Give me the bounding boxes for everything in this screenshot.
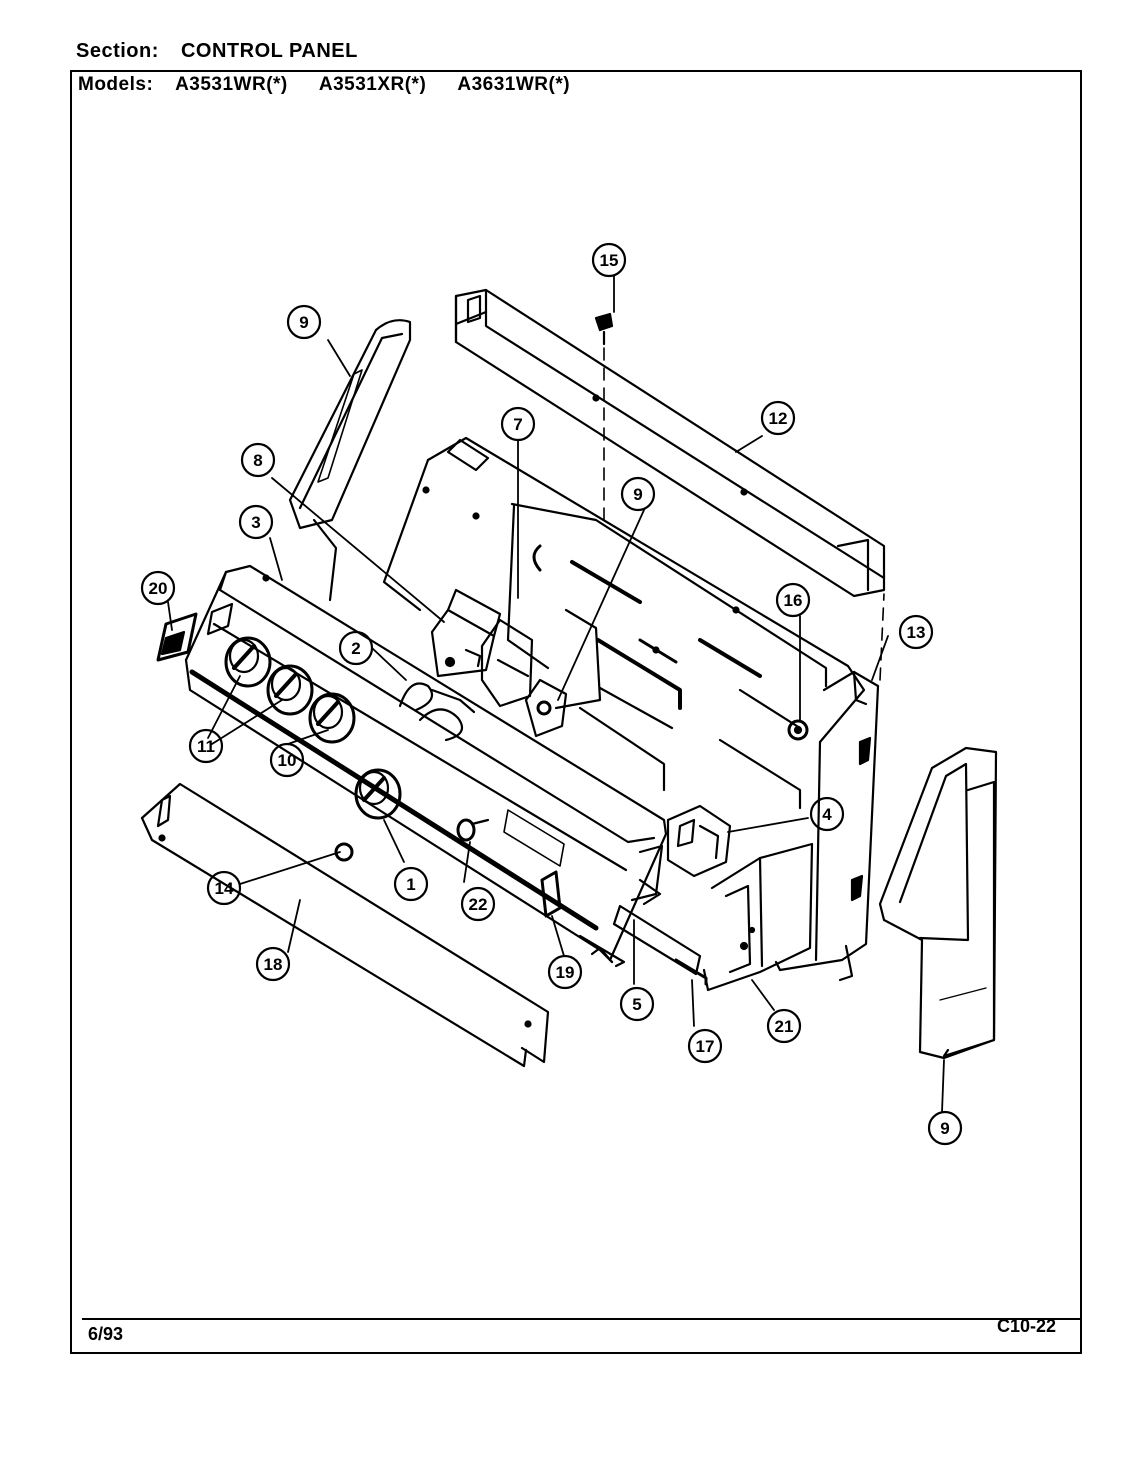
callout-13: 13 <box>898 614 934 650</box>
callout-10: 10 <box>269 742 305 778</box>
callout-9-top: 9 <box>286 304 322 340</box>
callout-markers: 15 9 12 7 8 9 3 20 16 13 2 11 10 4 1 14 … <box>140 242 963 1146</box>
part-2-wire-harness <box>398 682 476 742</box>
part-9-right-end-cap <box>878 746 998 1060</box>
part-20-mounting-bracket <box>702 842 814 992</box>
model-number: A3531WR(*) <box>175 74 288 95</box>
svg-text:9: 9 <box>299 313 308 332</box>
part-22-selector-switch <box>456 818 490 842</box>
svg-text:12: 12 <box>769 409 788 428</box>
callout-21: 20 <box>140 570 176 606</box>
svg-text:1: 1 <box>406 875 415 894</box>
callout-12: 12 <box>760 400 796 436</box>
svg-text:13: 13 <box>907 623 926 642</box>
svg-text:5: 5 <box>632 995 641 1014</box>
footer-page-code: C10-22 <box>996 1316 1056 1336</box>
callout-3: 3 <box>238 504 274 540</box>
callout-7: 8 <box>240 442 276 478</box>
svg-text:10: 10 <box>278 751 297 770</box>
part-1-oven-knob <box>354 768 402 820</box>
callout-1: 1 <box>393 866 429 902</box>
part-17-screw <box>594 312 614 521</box>
svg-text:17: 17 <box>696 1037 715 1056</box>
callout-9-right: 9 <box>927 1110 963 1146</box>
part-16-grommet <box>787 719 809 741</box>
footer-divider <box>82 1318 1080 1320</box>
svg-text:9: 9 <box>940 1119 949 1138</box>
model-number: A3631WR(*) <box>457 74 571 95</box>
svg-text:4: 4 <box>822 805 832 824</box>
svg-text:19: 19 <box>556 963 575 982</box>
svg-text:2: 2 <box>351 639 360 658</box>
part-7-timer-module <box>430 588 502 678</box>
svg-text:7: 7 <box>513 415 522 434</box>
part-4-relay <box>666 804 732 878</box>
svg-text:15: 15 <box>600 251 619 270</box>
callout-16: 16 <box>775 582 811 618</box>
callout-8: 9 <box>620 476 656 512</box>
footer-date: 6/93 <box>88 1324 124 1344</box>
callout-22: 22 <box>460 886 496 922</box>
part-9-left-end-cap <box>288 319 412 602</box>
svg-text:11: 11 <box>197 737 215 756</box>
svg-text:9: 9 <box>633 485 642 504</box>
part-13-right-side-bracket <box>774 593 885 982</box>
callout-15: 17 <box>687 1028 723 1064</box>
models-heading: Models: A3531WR(*) A3531XR(*) A3631WR(*) <box>78 74 596 96</box>
part-18-lower-trim <box>140 782 550 1068</box>
part-12-top-trim-bar <box>454 288 886 598</box>
part-19-clip <box>540 870 562 918</box>
svg-text:22: 22 <box>469 895 488 914</box>
part-11-knob-1 <box>224 636 272 688</box>
section-heading: Section: CONTROL PANEL <box>76 40 358 63</box>
part-8-switch <box>524 678 568 738</box>
diagram-frame <box>70 70 1082 1354</box>
svg-text:16: 16 <box>784 591 803 610</box>
part-21-indicator-lamp <box>156 612 198 662</box>
callout-17: 15 <box>591 242 627 278</box>
callout-4: 4 <box>809 796 845 832</box>
svg-text:3: 3 <box>251 513 260 532</box>
callout-leaders <box>167 275 945 1113</box>
svg-text:18: 18 <box>264 955 283 974</box>
part-6-control-housing <box>382 436 866 810</box>
callout-20: 21 <box>766 1008 802 1044</box>
part-5-stiffener <box>612 878 702 976</box>
part-11-knob-2 <box>266 664 314 716</box>
svg-text:14: 14 <box>215 879 234 898</box>
part-14-plug-button <box>334 842 354 862</box>
callout-18: 18 <box>255 946 291 982</box>
part-10-knob <box>308 692 356 744</box>
callout-6: 7 <box>500 406 536 442</box>
section-title: CONTROL PANEL <box>180 40 358 62</box>
section-label: Section: <box>76 40 159 62</box>
svg-text:8: 8 <box>253 451 262 470</box>
svg-text:21: 21 <box>775 1017 794 1036</box>
svg-text:20: 20 <box>149 579 168 598</box>
callout-19: 19 <box>547 954 583 990</box>
callout-2: 2 <box>338 630 374 666</box>
callout-14: 14 <box>206 870 242 906</box>
model-number: A3531XR(*) <box>318 74 427 95</box>
models-label: Models: <box>78 74 154 95</box>
callout-11: 11 <box>188 728 224 764</box>
callout-5: 5 <box>619 986 655 1022</box>
